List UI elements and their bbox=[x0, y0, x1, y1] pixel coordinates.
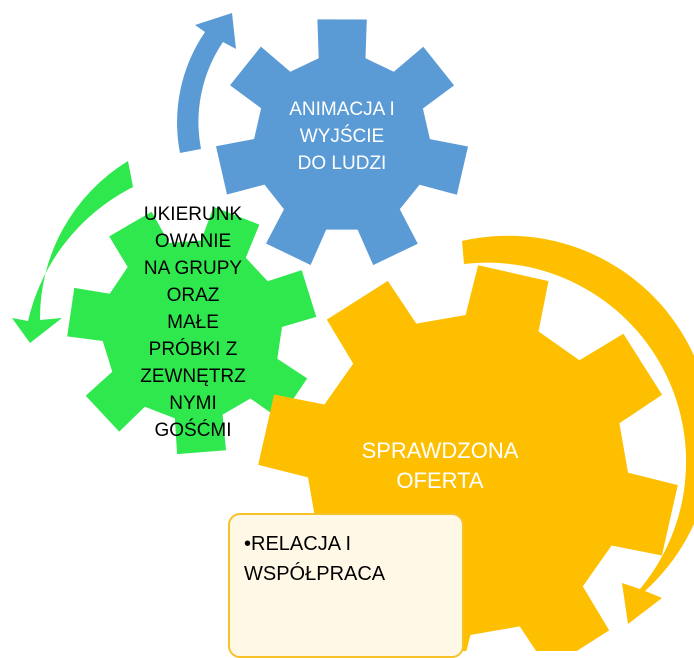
green-gear-line: PRÓBKI Z bbox=[148, 339, 238, 360]
callout-box bbox=[228, 513, 464, 658]
green-gear-line: MAŁE bbox=[167, 312, 219, 333]
callout-line: WSPÓŁPRACA bbox=[244, 563, 386, 585]
yellow-gear-label: SPRAWDZONA OFERTA bbox=[340, 436, 540, 496]
callout-line: •RELACJA I bbox=[244, 533, 352, 555]
green-gear-line: GOŚĆMI bbox=[154, 420, 232, 441]
green-gear-line: ZEWNĘTRZ bbox=[140, 366, 246, 387]
green-gear-shape bbox=[67, 206, 317, 455]
blue-cycle-arrow bbox=[177, 13, 236, 153]
blue-gear-line: ANIMACJA I bbox=[289, 99, 395, 120]
green-gear-line: ORAZ bbox=[166, 285, 220, 306]
green-gear-line: OWANIE bbox=[154, 231, 232, 252]
green-gear-line: UKIERUNK bbox=[143, 204, 243, 225]
blue-gear-shape bbox=[216, 19, 468, 266]
blue-gear-line: WYJŚCIE bbox=[299, 126, 385, 147]
blue-gear-label: ANIMACJA I WYJŚCIE DO LUDZI bbox=[262, 96, 422, 177]
green-gear-line: NYMI bbox=[169, 393, 217, 414]
callout-text: •RELACJA I WSPÓŁPRACA bbox=[244, 529, 454, 589]
yellow-gear-line: SPRAWDZONA bbox=[361, 438, 519, 463]
yellow-gear-line: OFERTA bbox=[396, 468, 484, 493]
green-gear-label: UKIERUNK OWANIE NA GRUPY ORAZ MAŁE PRÓBK… bbox=[110, 201, 276, 444]
green-cycle-arrow bbox=[12, 161, 133, 343]
green-gear-line: NA GRUPY bbox=[143, 258, 243, 279]
blue-gear-line: DO LUDZI bbox=[297, 153, 387, 174]
